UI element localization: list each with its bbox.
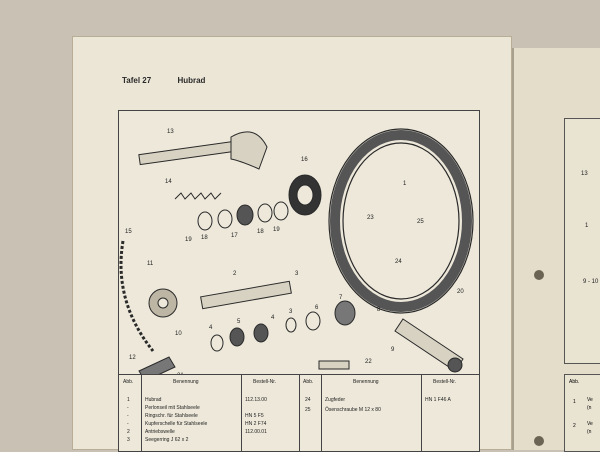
facing-table: Abb. 1 2 Ve (n Ve (n: [564, 374, 600, 452]
callout-label: 1: [403, 181, 407, 187]
table-column: [141, 375, 242, 451]
plate-number: Tafel 27: [122, 76, 152, 85]
washers-upper: [197, 201, 289, 231]
callout-label: 9 - 10: [583, 279, 599, 285]
callout-label: 4: [271, 315, 275, 321]
table-cell: 2: [573, 423, 576, 429]
table-column: [321, 375, 422, 451]
table-header: Abb.: [569, 379, 580, 385]
table-cell: HN 1 F46 A: [425, 397, 451, 403]
table-cell: 3: [127, 437, 130, 443]
table-cell: HN 2 F74: [245, 421, 267, 427]
spring: [174, 192, 222, 200]
callout-label: 11: [147, 261, 154, 267]
callout-label: 18: [201, 235, 208, 241]
callout-label: 19: [185, 237, 192, 243]
table-cell: 24: [305, 397, 311, 403]
chain: [119, 240, 155, 352]
callout-label: 17: [231, 233, 238, 239]
drive-shaft: [200, 280, 292, 310]
callout-label: 6: [315, 305, 319, 311]
table-cell: Ringschr. für Stahlseele: [145, 413, 198, 419]
callout-label: 22: [365, 359, 372, 365]
plate-title: Hubrad: [177, 76, 206, 85]
table-cell: Antriebswelle: [145, 429, 175, 435]
callout-label: 8: [377, 307, 381, 313]
table-cell: (n: [587, 429, 592, 435]
table-header: Bestell-Nr.: [433, 379, 457, 385]
table-header: Abb.: [123, 379, 134, 385]
table-cell: -: [127, 421, 129, 427]
table-cell: Seegerring J 62 x 2: [145, 437, 189, 443]
callout-label: 25: [417, 219, 424, 225]
arm: [138, 131, 268, 170]
callout-label: 12: [129, 355, 136, 361]
callout-label: 16: [301, 157, 308, 163]
bearing: [288, 174, 322, 216]
table-cell: 2: [127, 429, 130, 435]
callout-label: 24: [395, 259, 402, 265]
table-cell: HN 5 F5: [245, 413, 264, 419]
table-cell: -: [127, 405, 129, 411]
table-cell: Ve: [587, 397, 593, 403]
callout-label: 9: [391, 347, 395, 353]
callout-label: 10: [175, 331, 182, 337]
callout-label: 13: [167, 129, 174, 135]
callout-label: 5: [237, 319, 241, 325]
facing-drawing: 13 1 9 - 10: [564, 118, 600, 364]
parts-illustration: [119, 128, 474, 382]
table-cell: -: [127, 413, 129, 419]
exploded-parts-drawing: 13 16 1 14 15 19 18 17 18 19 23 25 11 24…: [118, 110, 480, 400]
table-header: Benennung: [353, 379, 379, 385]
sprocket: [148, 288, 178, 318]
callout-label: 13: [581, 171, 588, 177]
washers-lower: [210, 300, 356, 352]
facing-page: 13 1 9 - 10 Abb. 1 2 Ve (n Ve (n: [512, 48, 600, 452]
table-cell: Hubrad: [145, 397, 162, 403]
callout-label: 20: [457, 289, 464, 295]
callout-label: 23: [367, 215, 374, 221]
callout-label: 15: [125, 229, 132, 235]
bracket: [318, 360, 350, 370]
callout-label: 19: [273, 227, 280, 233]
table-cell: 112.00.01: [245, 429, 267, 435]
catalog-page: Tafel 27 Hubrad: [72, 36, 512, 452]
callout-label: 7: [339, 295, 343, 301]
table-cell: 25: [305, 407, 311, 413]
table-cell: Kupferschelle für Stahlseele: [145, 421, 208, 427]
callout-label: 18: [257, 229, 264, 235]
callout-label: 14: [165, 179, 172, 185]
table-header: Bestell-Nr.: [253, 379, 277, 385]
table-cell: 1: [127, 397, 130, 403]
table-cell: Ve: [587, 421, 593, 427]
page-header: Tafel 27 Hubrad: [122, 76, 229, 85]
callout-label: 2: [233, 271, 237, 277]
table-header: Benennung: [173, 379, 199, 385]
table-column: [241, 375, 300, 451]
table-cell: 112.13.00: [245, 397, 267, 403]
callout-label: 4: [209, 325, 213, 331]
punch-hole: [534, 436, 544, 446]
lever-arm: [394, 318, 464, 373]
table-header: Abb.: [303, 379, 314, 385]
table-column: [299, 375, 322, 451]
table-cell: (n: [587, 405, 592, 411]
table-cell: 1: [573, 399, 576, 405]
table-cell: Ösenschraube M 12 x 80: [325, 407, 381, 413]
callout-label: 3: [289, 309, 293, 315]
table-cell: Perlonseil mit Stahlseele: [145, 405, 200, 411]
punch-hole: [534, 270, 544, 280]
callout-label: 1: [585, 223, 589, 229]
callout-label: 3: [295, 271, 299, 277]
lifting-wheel: [328, 128, 474, 314]
table-cell: Zugfeder: [325, 397, 346, 403]
table-column: [119, 375, 142, 451]
parts-table: Abb. Benennung Bestell-Nr. Abb. Benennun…: [118, 374, 480, 452]
